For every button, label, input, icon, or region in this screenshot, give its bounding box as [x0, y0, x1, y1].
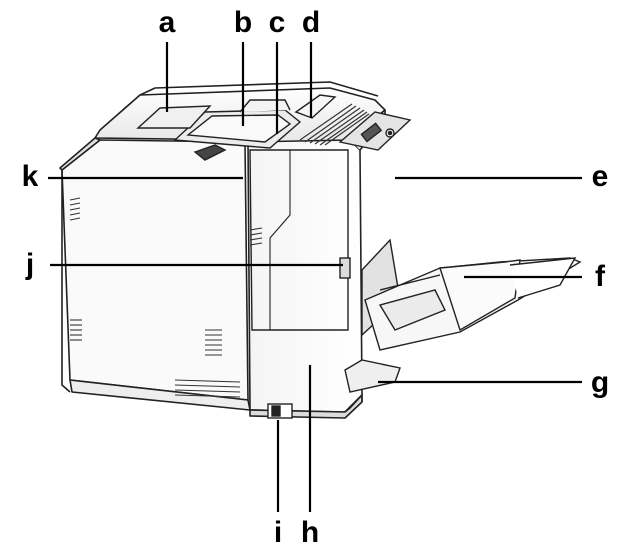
callout-label-c: c: [268, 6, 286, 39]
leader-lines: [48, 42, 582, 512]
callout-label-j: j: [25, 248, 35, 281]
side-vents: [69, 197, 263, 398]
callout-label-f: f: [595, 260, 605, 293]
callout-label-a: a: [158, 6, 176, 39]
cover-button: [339, 257, 351, 279]
mp-tray: [361, 238, 582, 351]
callout-label-g: g: [590, 366, 610, 399]
callout-label-b: b: [233, 6, 253, 39]
control-panel: [338, 111, 412, 151]
callout-label-i: i: [273, 516, 283, 549]
callout-label-d: d: [301, 6, 321, 39]
lower-tray: [344, 359, 401, 413]
top-vent: [299, 103, 370, 146]
callout-label-e: e: [591, 160, 609, 193]
power-switch: [267, 403, 293, 419]
front-cover: [249, 149, 349, 331]
top-cover: [136, 105, 212, 129]
callout-label-k: k: [21, 160, 39, 193]
callout-label-h: h: [300, 516, 320, 549]
